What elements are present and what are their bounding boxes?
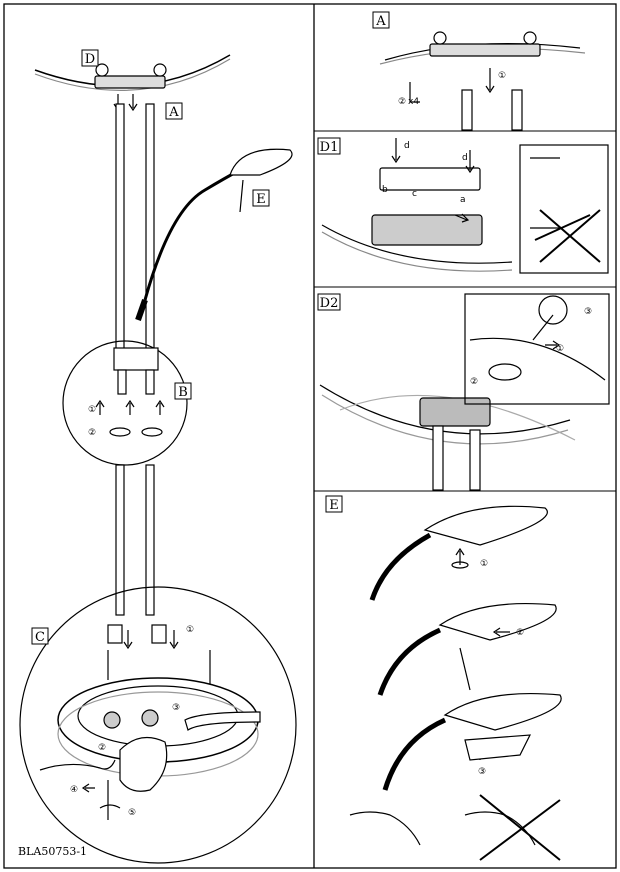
step-5-c: ⑤ bbox=[128, 808, 136, 818]
svg-text:E: E bbox=[329, 498, 339, 513]
step-1-a: ① bbox=[498, 71, 506, 81]
outer-frame bbox=[3, 3, 617, 869]
step-1-d2: ① bbox=[556, 344, 564, 354]
label-box-d2: D2 bbox=[317, 293, 341, 311]
step-1-e: ① bbox=[480, 559, 488, 569]
step-2-c: ② bbox=[98, 743, 106, 753]
step-1-b: ① bbox=[88, 405, 96, 415]
label-box-b: B bbox=[174, 382, 192, 400]
step-d-1: d bbox=[404, 141, 410, 151]
svg-text:A: A bbox=[375, 14, 386, 29]
svg-text:B: B bbox=[178, 385, 188, 400]
label-box-e-left: E bbox=[252, 189, 270, 207]
svg-text:E: E bbox=[256, 192, 266, 207]
step-b: b bbox=[382, 185, 388, 195]
document-code: BLA50753-1 bbox=[18, 845, 88, 858]
step-c: c bbox=[412, 189, 417, 199]
label-box-d1: D1 bbox=[317, 137, 341, 155]
label-box-e-right: E bbox=[325, 495, 343, 513]
step-3-d2: ③ bbox=[584, 307, 592, 317]
step-1-c: ① bbox=[186, 625, 194, 635]
label-box-d: D bbox=[81, 49, 99, 67]
step-2-a: ② bbox=[398, 97, 406, 107]
label-box-c: C bbox=[31, 627, 49, 645]
step-2-b: ② bbox=[88, 428, 96, 438]
svg-text:A: A bbox=[168, 105, 179, 120]
label-box-a-right: A bbox=[372, 11, 390, 29]
step-2-e: ② bbox=[516, 628, 524, 638]
screw-count: x4 bbox=[408, 97, 419, 107]
step-e-diagram bbox=[349, 505, 562, 861]
step-d1-diagram bbox=[321, 138, 609, 274]
step-2-d2: ② bbox=[470, 377, 478, 387]
step-a-diagram bbox=[379, 31, 586, 131]
floor-lamp-overview bbox=[19, 54, 297, 864]
label-box-a-left: A bbox=[165, 102, 183, 120]
step-d2-diagram bbox=[319, 293, 610, 491]
step-d-2: d bbox=[462, 153, 468, 163]
svg-text:D: D bbox=[85, 52, 95, 67]
svg-text:D1: D1 bbox=[320, 140, 339, 155]
step-a: a bbox=[460, 195, 466, 205]
step-3-c: ③ bbox=[172, 703, 180, 713]
svg-text:D2: D2 bbox=[320, 296, 339, 311]
step-3-e: ③ bbox=[478, 767, 486, 777]
step-4-c: ④ bbox=[70, 785, 78, 795]
svg-text:C: C bbox=[35, 630, 45, 645]
